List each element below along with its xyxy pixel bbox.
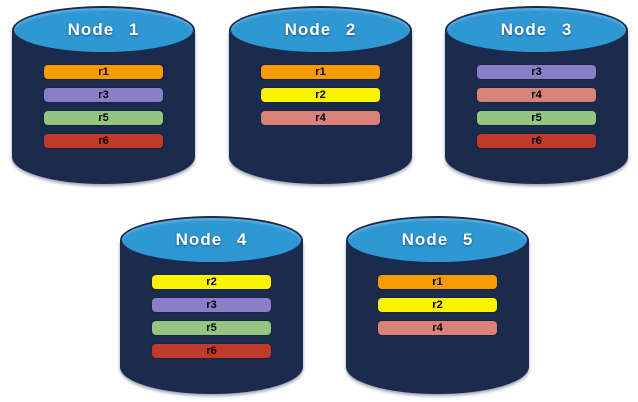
cylinder-body bbox=[12, 30, 195, 184]
record-bar: r6 bbox=[477, 134, 596, 148]
record-bar: r6 bbox=[44, 134, 163, 148]
record-bar: r4 bbox=[378, 321, 497, 335]
cylinder-body bbox=[120, 240, 303, 394]
node-cylinder-5: Node 5 r1 r2 r4 bbox=[346, 216, 529, 396]
record-list: r2 r3 r5 r6 bbox=[152, 275, 271, 358]
cylinder-top: Node 4 bbox=[120, 216, 303, 264]
cylinder-top: Node 1 bbox=[12, 6, 195, 54]
node-cylinder-2: Node 2 r1 r2 r4 bbox=[229, 6, 412, 186]
cylinder-top: Node 3 bbox=[445, 6, 628, 54]
cylinder-top: Node 5 bbox=[346, 216, 529, 264]
node-cylinder-3: Node 3 r3 r4 r5 r6 bbox=[445, 6, 628, 186]
record-list: r1 r2 r4 bbox=[261, 65, 380, 125]
record-bar: r4 bbox=[477, 88, 596, 102]
record-bar: r5 bbox=[152, 321, 271, 335]
node-cylinder-1: Node 1 r1 r3 r5 r6 bbox=[12, 6, 195, 186]
record-list: r1 r2 r4 bbox=[378, 275, 497, 335]
record-bar: r4 bbox=[261, 111, 380, 125]
record-bar: r2 bbox=[261, 88, 380, 102]
record-bar: r5 bbox=[44, 111, 163, 125]
cylinder-body bbox=[229, 30, 412, 184]
record-bar: r3 bbox=[44, 88, 163, 102]
record-bar: r3 bbox=[152, 298, 271, 312]
record-bar: r2 bbox=[152, 275, 271, 289]
record-bar: r1 bbox=[261, 65, 380, 79]
node-title: Node 1 bbox=[67, 20, 140, 39]
record-list: r3 r4 r5 r6 bbox=[477, 65, 596, 148]
node-title: Node 3 bbox=[500, 20, 573, 39]
cylinder-body bbox=[445, 30, 628, 184]
record-list: r1 r3 r5 r6 bbox=[44, 65, 163, 148]
record-bar: r3 bbox=[477, 65, 596, 79]
node-cylinder-4: Node 4 r2 r3 r5 r6 bbox=[120, 216, 303, 396]
node-title: Node 5 bbox=[401, 230, 474, 249]
node-title: Node 4 bbox=[175, 230, 248, 249]
record-bar: r5 bbox=[477, 111, 596, 125]
record-bar: r1 bbox=[44, 65, 163, 79]
record-bar: r6 bbox=[152, 344, 271, 358]
cylinder-top: Node 2 bbox=[229, 6, 412, 54]
node-title: Node 2 bbox=[284, 20, 357, 39]
record-bar: r2 bbox=[378, 298, 497, 312]
record-bar: r1 bbox=[378, 275, 497, 289]
cylinder-body bbox=[346, 240, 529, 394]
